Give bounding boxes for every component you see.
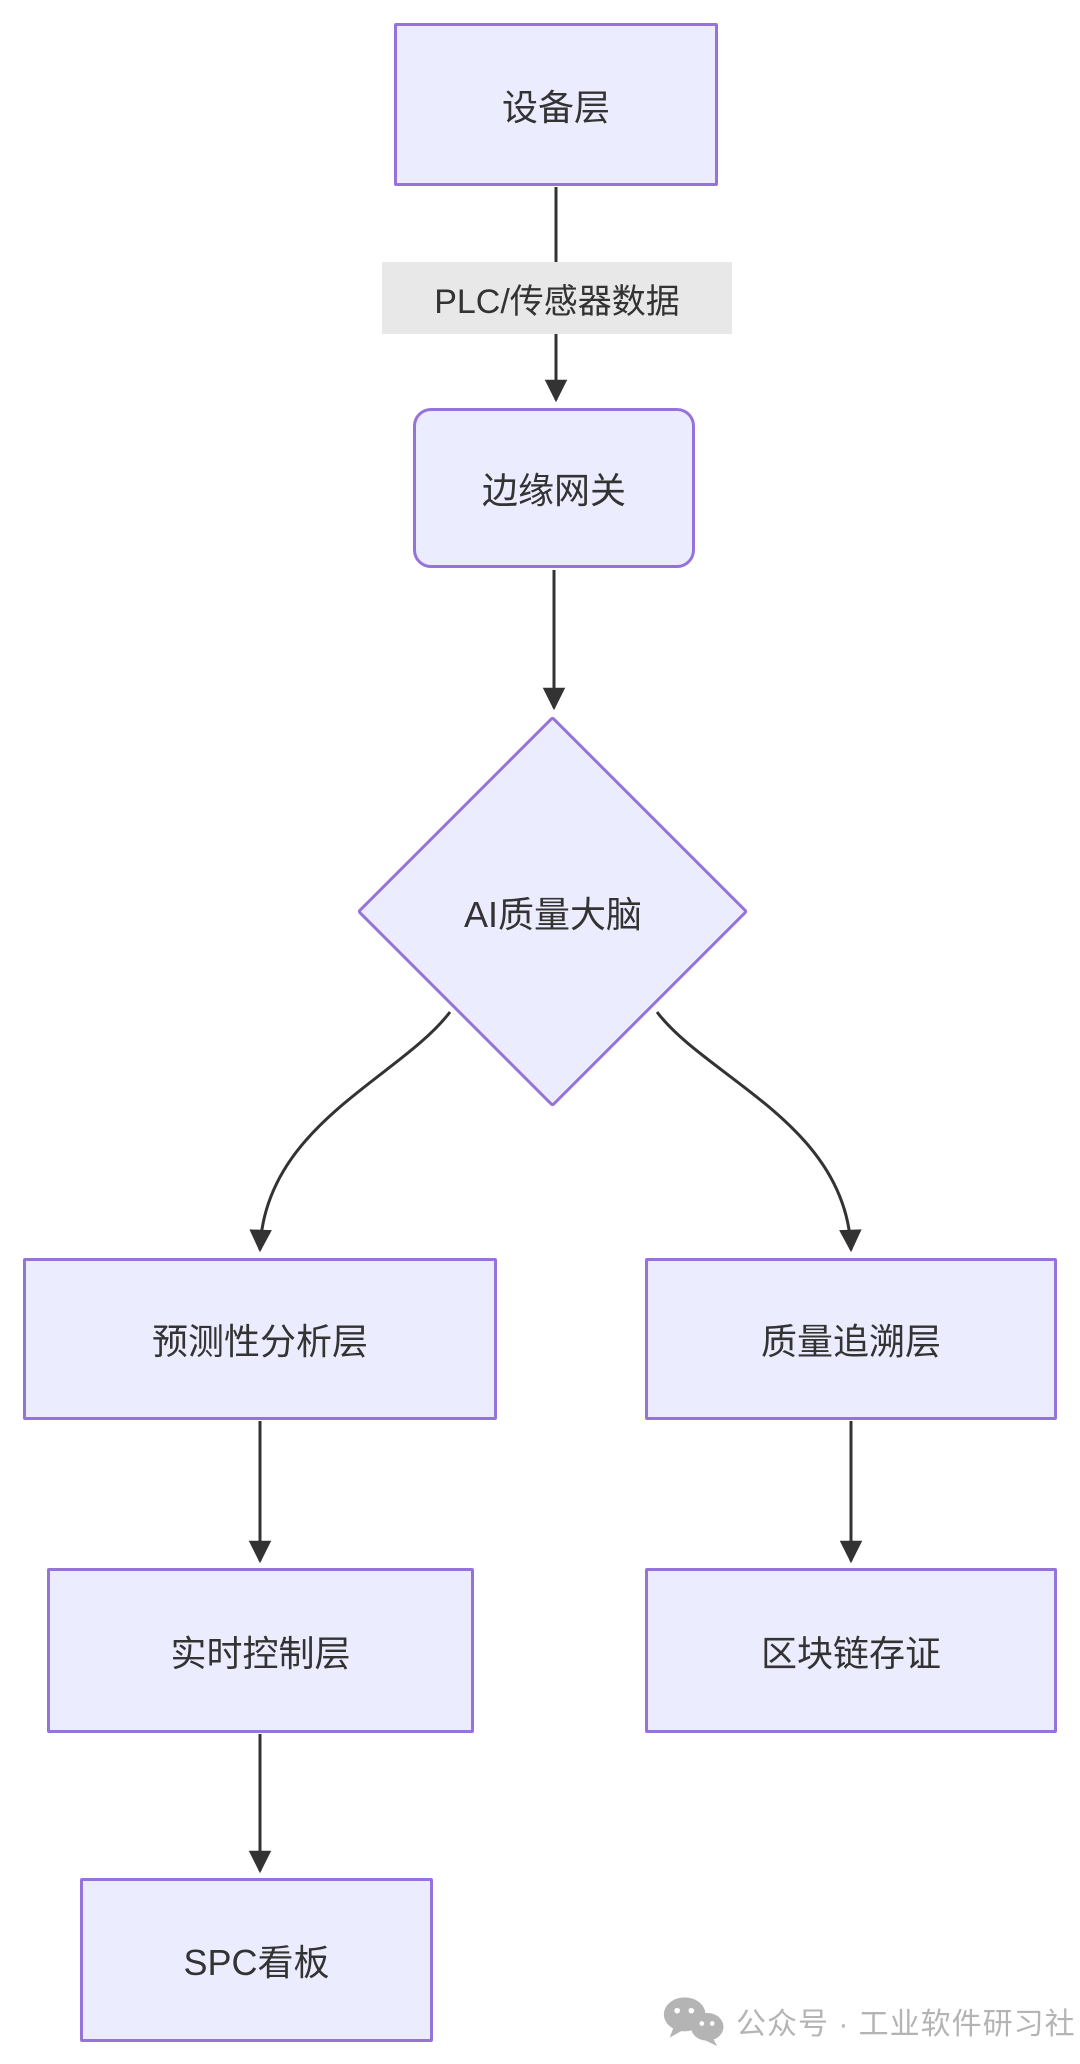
arrow-brain-to-predictive <box>249 1011 452 1253</box>
node-quality-trace-layer-label: 质量追溯层 <box>760 1321 941 1362</box>
arrow-brain-to-trace <box>655 1011 862 1253</box>
edge-label-plc-sensor-data: PLC/传感器数据 <box>382 262 732 334</box>
node-device-layer-label: 设备层 <box>501 86 610 128</box>
node-edge-gateway: 边缘网关 <box>413 408 695 568</box>
node-blockchain-evidence-label: 区块链存证 <box>760 1632 941 1674</box>
node-spc-dashboard: SPC看板 <box>80 1878 433 2042</box>
wechat-icon <box>663 1997 724 2046</box>
node-quality-trace-layer: 质量追溯层 <box>645 1258 1057 1420</box>
node-predictive-analysis-layer-label: 预测性分析层 <box>151 1321 368 1362</box>
node-ai-quality-brain-label: AI质量大脑 <box>463 894 642 935</box>
watermark: 公众号 · 工业软件研习社 <box>662 1996 1076 2046</box>
node-blockchain-evidence: 区块链存证 <box>645 1568 1057 1733</box>
node-edge-gateway-label: 边缘网关 <box>481 470 626 511</box>
node-spc-dashboard-label: SPC看板 <box>183 1942 330 1983</box>
node-device-layer: 设备层 <box>394 23 718 186</box>
watermark-text: 公众号 · 工业软件研习社 <box>736 2008 1076 2041</box>
node-predictive-analysis-layer: 预测性分析层 <box>23 1258 497 1420</box>
node-realtime-control-layer: 实时控制层 <box>47 1568 474 1733</box>
node-realtime-control-layer-label: 实时控制层 <box>170 1632 351 1674</box>
